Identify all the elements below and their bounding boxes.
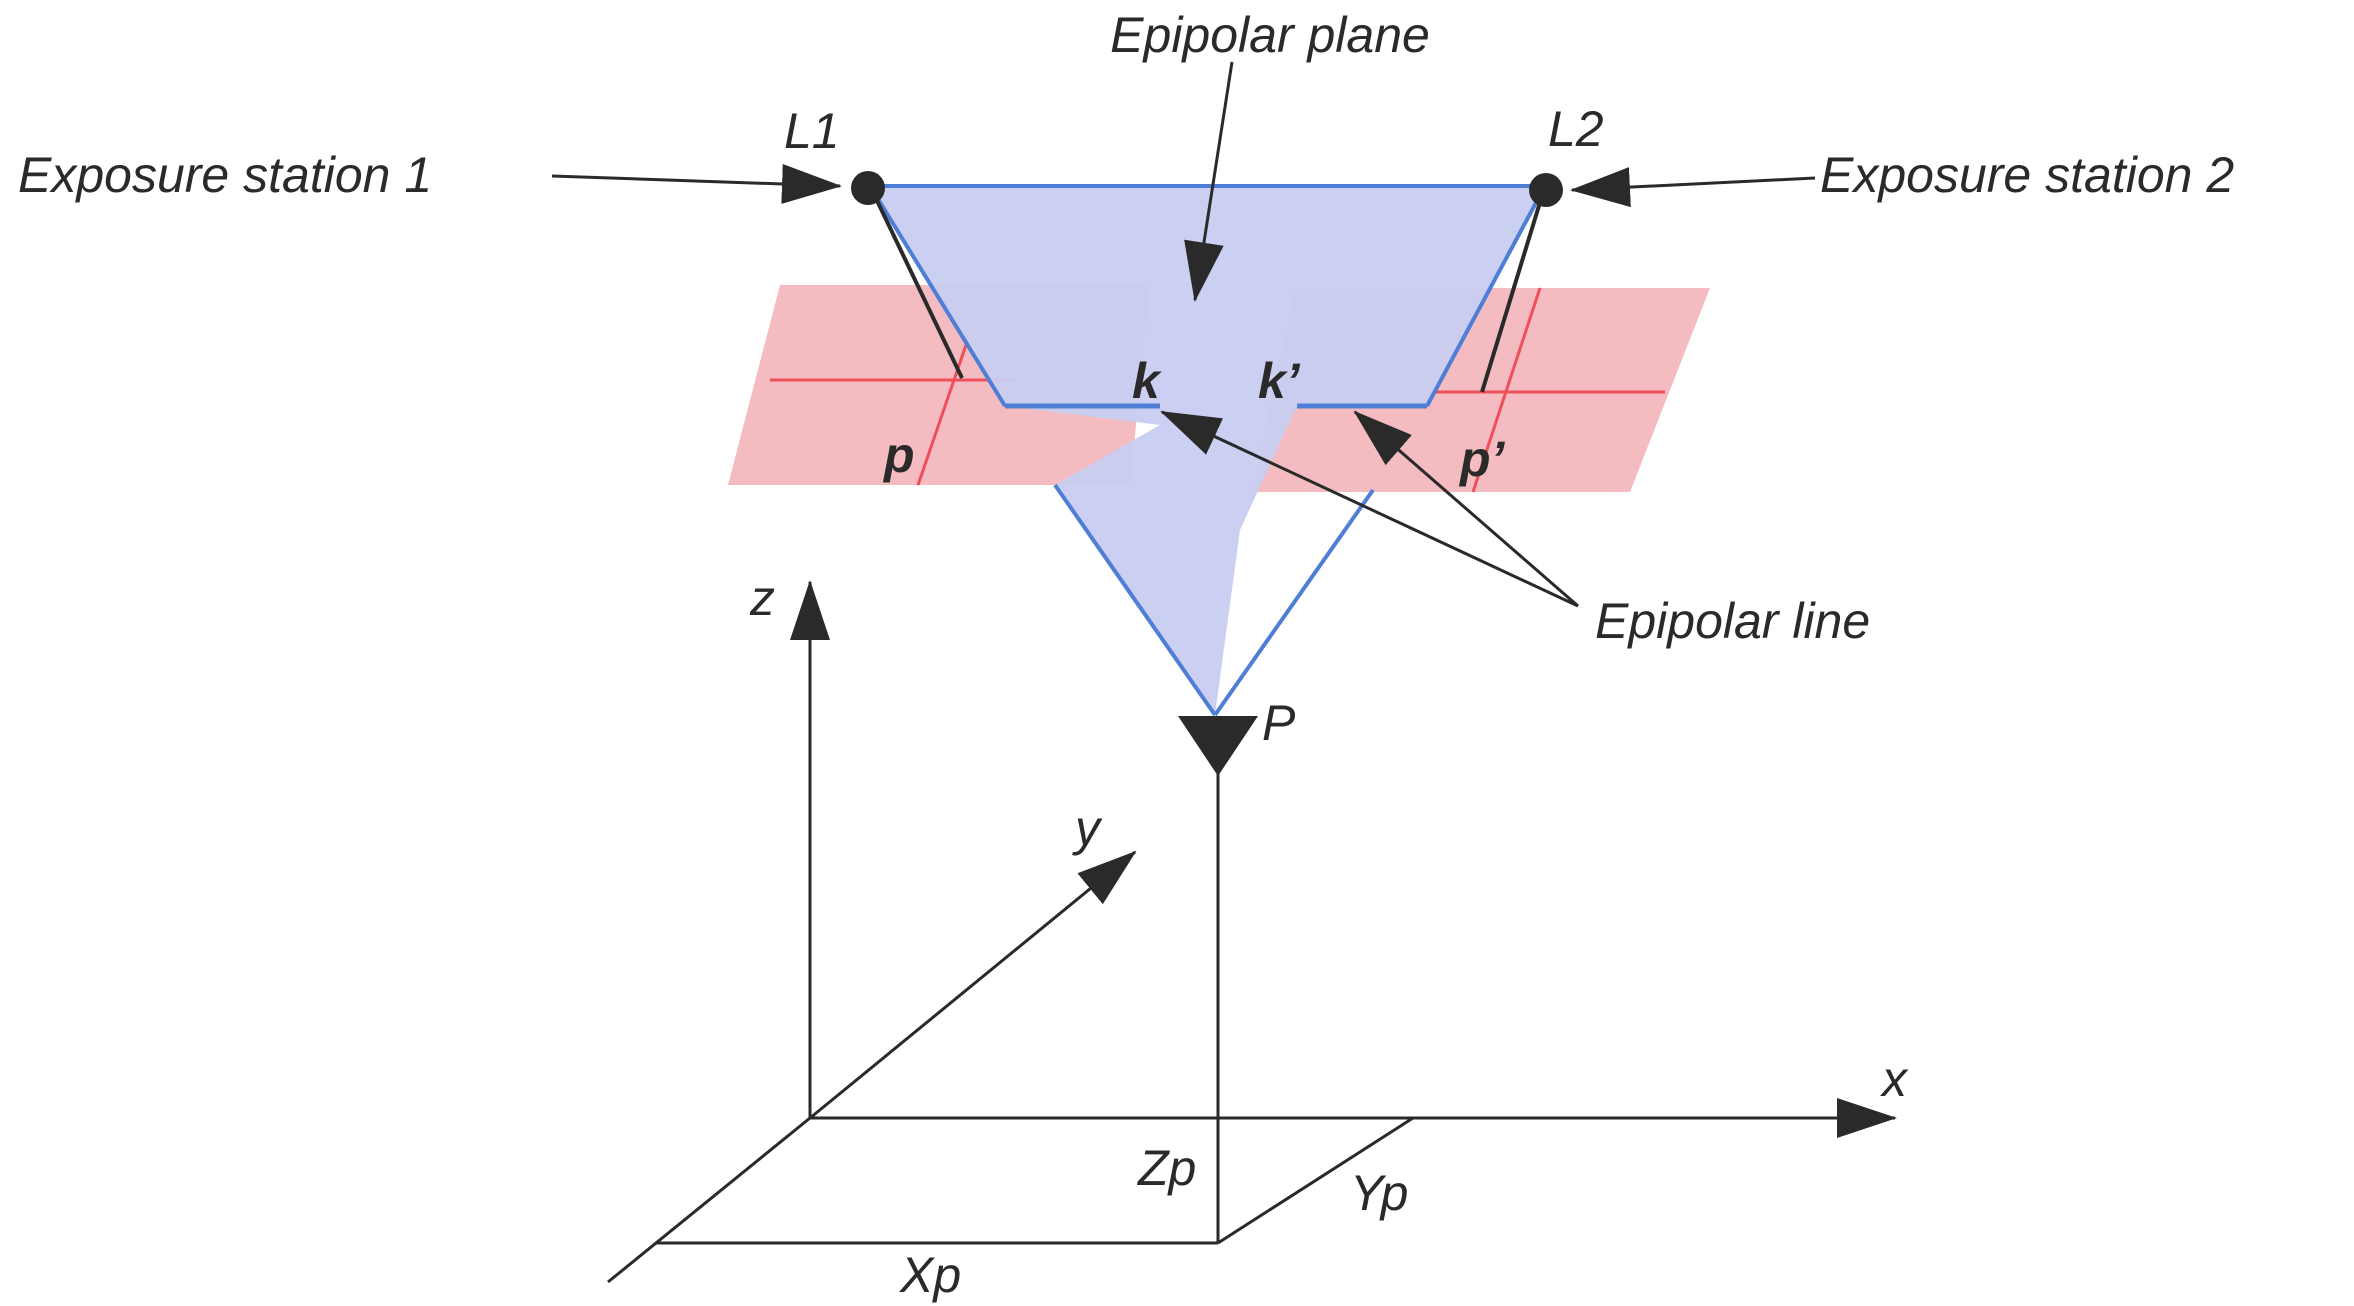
arrow-epipolar-line-k: [1160, 410, 1579, 608]
k-prime-label: k’: [1258, 353, 1301, 409]
exposure-station-1-dot: [851, 171, 885, 205]
p-prime-label: p’: [1458, 431, 1506, 487]
zp-label: Zp: [1137, 1140, 1196, 1196]
epipolar-plane-label: Epipolar plane: [1110, 7, 1430, 63]
epipolar-plane-lower-left-edge: [1053, 483, 1217, 717]
l2-label: L2: [1548, 101, 1604, 157]
negative-y-axis-extension: [607, 1116, 811, 1284]
arrow-exposure-station-2: [1570, 167, 1816, 208]
epipolar-plane-left-edge: [868, 184, 1007, 408]
epipolar-line-label: Epipolar line: [1595, 593, 1870, 649]
l1-label: L1: [784, 103, 840, 159]
epipolar-plane-lower-right-edge: [1213, 488, 1375, 717]
exposure-station-2-dot: [1529, 173, 1563, 207]
right-photo-vertical-line: [1471, 287, 1542, 493]
exposure-station-1-label: Exposure station 1: [18, 147, 432, 203]
k-label: k: [1132, 353, 1162, 409]
ray-l2-to-p-prime: [1480, 185, 1547, 393]
p-label: p: [882, 427, 915, 483]
z-axis-label: z: [749, 570, 775, 626]
y-axis: [809, 850, 1137, 1120]
yp-line: [1217, 1116, 1414, 1245]
ground-point-P-label: P: [1262, 695, 1296, 751]
yp-label: Yp: [1350, 1165, 1408, 1221]
exposure-station-2-label: Exposure station 2: [1820, 147, 2234, 203]
ground-point-P-marker: [1178, 716, 1258, 776]
x-axis-label: x: [1880, 1051, 1909, 1107]
arrow-epipolar-line-k-prime: [1353, 410, 1579, 608]
ray-l1-to-p: [868, 185, 964, 379]
arrow-epipolar-plane: [1184, 61, 1234, 302]
y-axis-label: y: [1072, 800, 1103, 856]
arrow-exposure-station-1: [551, 163, 842, 204]
epipolar-plane-right-edge: [1425, 185, 1547, 407]
xp-label: Xp: [899, 1247, 961, 1303]
